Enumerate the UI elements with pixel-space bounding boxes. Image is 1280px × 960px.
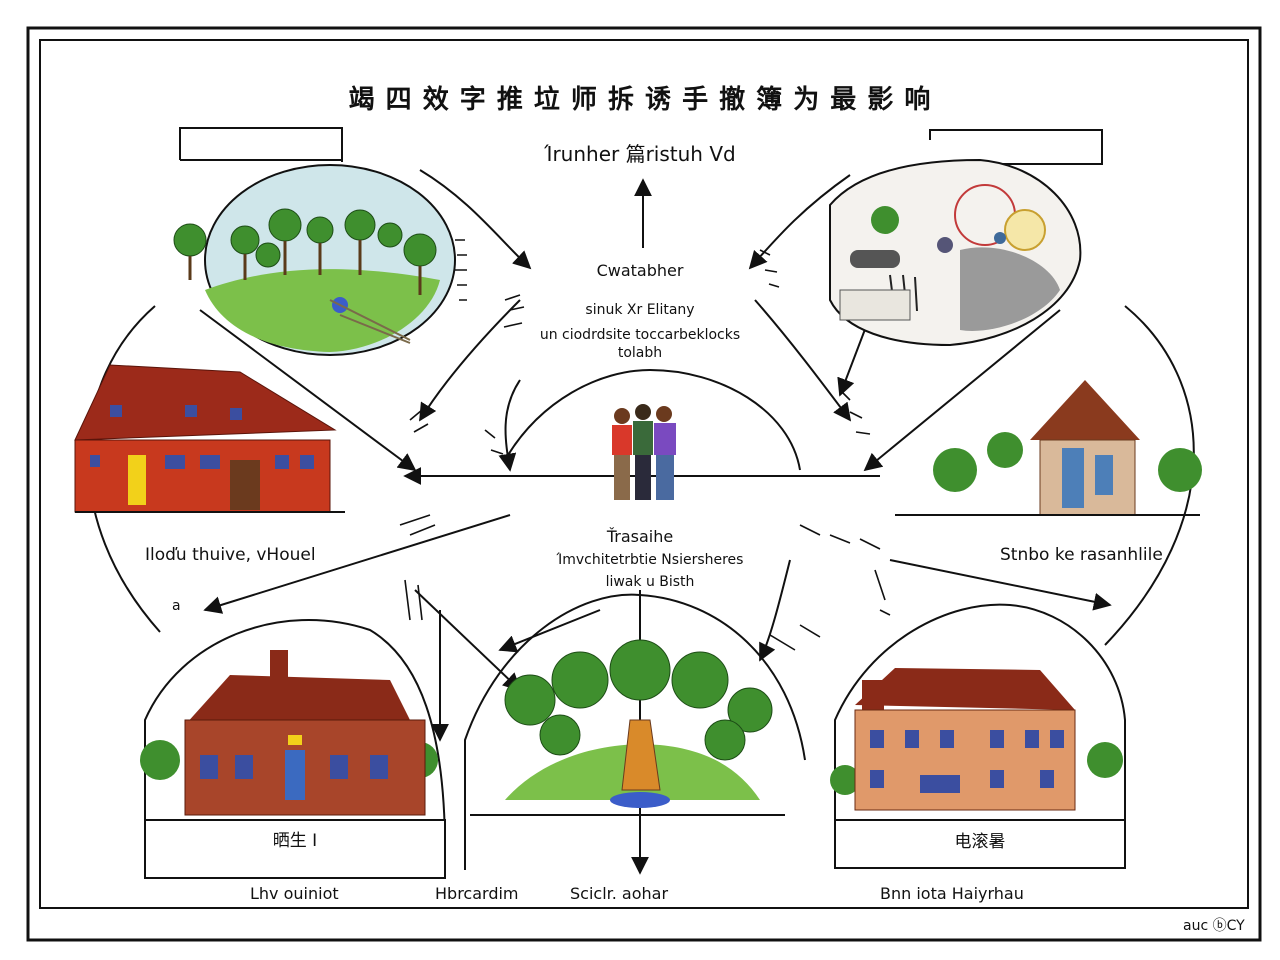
left-small-mark: a	[172, 598, 181, 614]
footer-label-4: Bnn iota Haiyrhau	[880, 884, 1024, 903]
brick-cottage	[140, 650, 446, 879]
diagram-title: 竭 四 效 字 推 垃 师 拆 诱 手 撤 簿 为 最 影 响	[348, 85, 932, 115]
center-bottom-line-1: Ίmvchitetrbtie Nsiersheres	[556, 552, 744, 568]
footer-label-2: Hbrcardim	[435, 884, 519, 903]
right-house-label: Stnbo ke rasanhlile	[1000, 545, 1163, 565]
header-brackets	[179, 127, 1103, 165]
footer-label-3: Sciclr. aohar	[570, 884, 669, 903]
corner-mark: auc ⓑCY	[1183, 918, 1245, 934]
industrial-scene	[829, 158, 1082, 347]
townhouse	[830, 668, 1126, 869]
center-bottom-line-2: liwak u Bisth	[605, 574, 695, 590]
footer-label-1: Lhv ouiniot	[250, 884, 339, 903]
people-group	[612, 404, 676, 500]
forest-scene	[173, 164, 456, 356]
park-tree-scene	[470, 639, 785, 816]
center-bottom-heading: Ťrasaihe	[606, 527, 674, 546]
center-top-line-2: un ciodrdsite toccarbeklocks	[539, 327, 741, 343]
bottom-right-box-label: 电滚暑	[954, 832, 1006, 852]
scribble-marks	[399, 239, 891, 651]
left-house-label: Iloďu thuive, vHouel	[145, 545, 316, 565]
center-top-line-3: tolabh	[617, 345, 663, 361]
diagram-subtitle: Ίrunher 篇ristuh Vd	[544, 142, 736, 166]
stone-villa	[895, 380, 1202, 516]
bottom-left-box-label: 晒生 I	[272, 831, 318, 851]
outer-frame	[26, 26, 1262, 942]
center-top-heading: Cwatabher	[596, 261, 684, 280]
red-farmhouse	[74, 364, 345, 513]
center-top-line-1: sinuk Xr Elitany	[585, 302, 695, 318]
